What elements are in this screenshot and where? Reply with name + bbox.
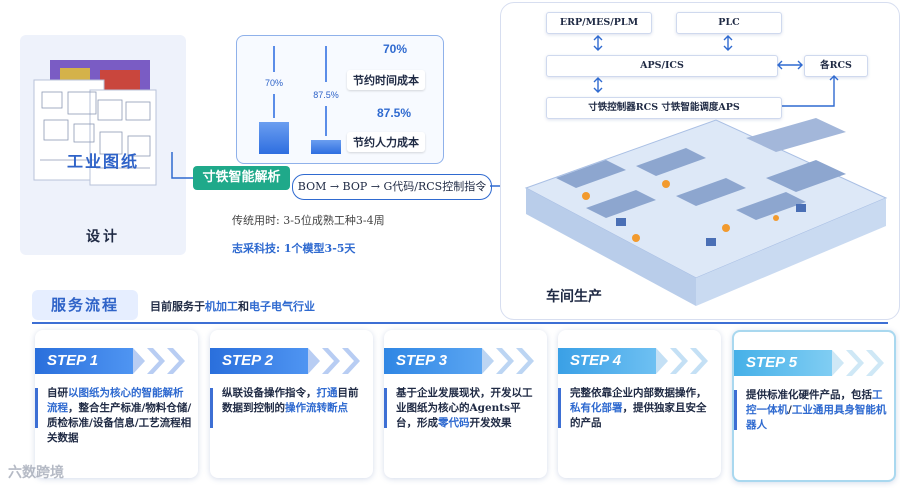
step-text-part: 目前数据到控制的: [222, 387, 359, 414]
bar-fill: [311, 140, 341, 154]
zhicai-time: 志采科技: 1个模型3-5天: [232, 242, 356, 255]
factory-floor-illustration: [524, 118, 888, 306]
step-text-part: ，提供独家且安全的产品: [570, 402, 707, 429]
savings-panel: 70% 87.5% 70% 节约时间成本 87.5% 节约人力成本: [236, 35, 444, 164]
step-text-highlight: 零代码: [438, 417, 470, 429]
step-text-part: 自研: [47, 387, 68, 399]
step-text-part: 完整依靠企业内部数据操作，: [570, 387, 707, 399]
chevron-icon: [308, 348, 360, 374]
step-text-highlight: 私有化部署: [570, 402, 623, 414]
chevron-icon: [832, 350, 884, 376]
step-text-part: 提供标准化硬件产品，包括: [746, 389, 872, 401]
conversion-flow: BOM → BOP → G代码/RCS控制指令: [292, 174, 492, 200]
step-text-highlight: 工控一体机: [746, 389, 883, 416]
analysis-tag: 寸铁智能解析: [193, 166, 290, 190]
step-card-2: STEP 2 纵联设备操作指令，打通目前数据到控制的操作流转断点: [210, 330, 373, 478]
arrow-up-icon: [273, 46, 275, 72]
step-accent-bar: [210, 388, 213, 428]
traditional-time: 传统用时: 3-5位成熟工种3-4周: [232, 214, 385, 227]
step-label: STEP 5: [734, 350, 832, 376]
arrow-icon: [593, 77, 603, 93]
erp-box: ERP/MES/PLM: [546, 12, 652, 34]
desc-highlight-electrical: 电子电气行业: [249, 300, 315, 313]
cunte-rcs-box: 寸铁控制器RCS 寸铁智能调度APS: [546, 97, 782, 119]
design-title: 工业图纸: [66, 152, 139, 171]
step-label: STEP 2: [210, 348, 308, 374]
step-card-1: STEP 1 自研以图纸为核心的智能解析流程，整合生产标准/物料仓储/质检标准/…: [35, 330, 198, 478]
time-saving-label: 节约时间成本: [347, 70, 425, 90]
design-label: 设计: [86, 229, 120, 245]
step-text-part: ，整合生产标准/物料仓储/质检标准/设备信息/工艺流程相关数据: [47, 402, 192, 444]
step-text-highlight: 操作流转断点: [285, 402, 348, 414]
step-card-3: STEP 3 基于企业发展现状，开发以工业图纸为核心的Agents平台，形成零代…: [384, 330, 547, 478]
rcs-other-box: 各RCS: [804, 55, 868, 77]
step-text: 自研以图纸为核心的智能解析流程，整合生产标准/物料仓储/质检标准/设备信息/工艺…: [47, 386, 192, 446]
arrows-icon: [593, 35, 733, 51]
bar-percent: 70%: [264, 78, 283, 88]
step-text-highlight: 打通: [316, 387, 338, 399]
step-text-highlight: 工业通用具身智能机器人: [746, 404, 887, 431]
step-accent-bar: [558, 388, 561, 428]
step-text: 完整依靠企业内部数据操作， 私有化部署，提供独家且安全的产品: [570, 386, 715, 431]
aps-ics-box: APS/ICS: [546, 55, 778, 77]
step-text-part: 纵联设备操作指令，: [222, 387, 317, 399]
savings-bar-time: 70%: [259, 46, 289, 154]
arrow-down-icon: [273, 94, 275, 118]
chevron-icon: [482, 348, 534, 374]
step-text: 提供标准化硬件产品，包括工控一体机/工业通用具身智能机器人: [746, 388, 891, 433]
arrow-down-icon: [325, 106, 327, 136]
step-card-5: STEP 5 提供标准化硬件产品，包括工控一体机/工业通用具身智能机器人: [732, 330, 896, 482]
arrow-up-icon: [325, 46, 327, 82]
step-text-part: 基于企业发展现状，开发以工业图纸为核心的Agents平台，形成: [396, 387, 533, 429]
step-accent-bar: [734, 390, 737, 430]
chevron-icon: [133, 348, 185, 374]
step-text-part: /: [788, 404, 792, 416]
time-saving-percent: 70%: [383, 42, 408, 56]
service-title: 服务流程: [32, 290, 138, 320]
step-text: 基于企业发展现状，开发以工业图纸为核心的Agents平台，形成零代码开发效果: [396, 386, 541, 431]
step-accent-bar: [384, 388, 387, 428]
savings-bar-labor: 87.5%: [311, 46, 341, 154]
service-divider: [32, 322, 888, 324]
rcs-connector: [782, 75, 839, 107]
bar-fill: [259, 122, 289, 154]
watermark: 六数跨境: [8, 464, 64, 480]
plc-box: PLC: [676, 12, 782, 34]
step-label: STEP 1: [35, 348, 133, 374]
desc-prefix: 目前服务于: [150, 300, 205, 313]
step-label: STEP 4: [558, 348, 656, 374]
chevron-icon: [656, 348, 708, 374]
step-card-4: STEP 4 完整依靠企业内部数据操作， 私有化部署，提供独家且安全的产品: [558, 330, 721, 478]
double-arrow-icon: [777, 60, 803, 70]
step-text-part: 开发效果: [469, 417, 512, 429]
factory-label: 车间生产: [546, 289, 602, 305]
desc-highlight-machining: 机加工: [205, 300, 238, 313]
desc-connector: 和: [238, 300, 249, 313]
step-text: 纵联设备操作指令，打通目前数据到控制的操作流转断点: [222, 386, 367, 416]
step-text-highlight: 以图纸为核心的智能解析流程: [47, 387, 184, 414]
step-accent-bar: [35, 388, 38, 428]
labor-saving-label: 节约人力成本: [347, 132, 425, 152]
blueprint-illustration: [33, 60, 157, 186]
labor-saving-percent: 87.5%: [377, 106, 412, 120]
bar-percent: 87.5%: [313, 90, 339, 100]
step-label: STEP 3: [384, 348, 482, 374]
service-description: 目前服务于机加工和电子电气行业: [150, 298, 315, 314]
